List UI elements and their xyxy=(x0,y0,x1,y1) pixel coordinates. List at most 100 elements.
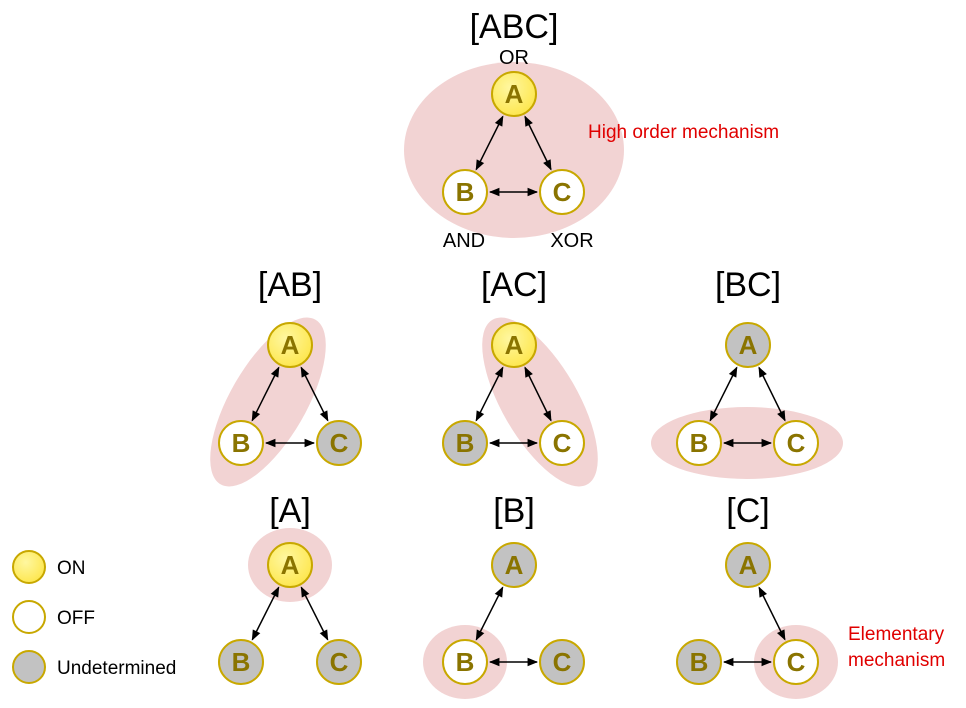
node-circle-abc-a xyxy=(491,71,537,117)
arrow-bc-a-b xyxy=(709,366,738,422)
node-circle-ab-c xyxy=(316,420,362,466)
node-circle-c-b xyxy=(676,639,722,685)
arrow-ab-a-b xyxy=(251,366,280,422)
arrow-abc-a-b xyxy=(475,115,504,171)
arrow-a-a-b xyxy=(251,586,280,641)
node-abc-a: A xyxy=(491,71,537,117)
node-letter-c-b: B xyxy=(690,647,709,677)
node-circle-ac-b xyxy=(442,420,488,466)
legend-swatch-undetermined xyxy=(12,650,46,684)
node-a-c: C xyxy=(316,639,362,685)
node-letter-a-c: C xyxy=(330,647,349,677)
node-circle-c-a xyxy=(725,542,771,588)
panel-title-bc: [BC] xyxy=(715,266,781,304)
node-ab-a: A xyxy=(267,322,313,368)
node-abc-b: B xyxy=(442,169,488,215)
panel-title-c: [C] xyxy=(726,492,769,530)
mechanism-blob-ab xyxy=(210,317,326,487)
legend-swatch-off xyxy=(12,600,46,634)
node-circle-b-c xyxy=(539,639,585,685)
node-circle-abc-c xyxy=(539,169,585,215)
node-circle-bc-c xyxy=(773,420,819,466)
node-letter-b-c: C xyxy=(553,647,572,677)
node-abc-c: C xyxy=(539,169,585,215)
mechanism-blob-ac xyxy=(482,317,598,487)
gate-label-c: XOR xyxy=(550,230,593,252)
node-letter-ac-a: A xyxy=(505,330,524,360)
node-letter-ab-a: A xyxy=(281,330,300,360)
legend-label-undetermined: Undetermined xyxy=(57,658,176,679)
arrow-c-a-c xyxy=(758,586,786,641)
legend-label-on: ON xyxy=(57,558,86,579)
legend-swatch-on xyxy=(12,550,46,584)
node-letter-ab-b: B xyxy=(232,428,251,458)
node-b-a: A xyxy=(491,542,537,588)
node-bc-a: A xyxy=(725,322,771,368)
arrow-bc-a-c xyxy=(758,366,786,422)
node-ac-c: C xyxy=(539,420,585,466)
arrow-abc-a-c xyxy=(524,115,552,171)
node-letter-a-b: B xyxy=(232,647,251,677)
node-circle-ab-a xyxy=(267,322,313,368)
node-bc-c: C xyxy=(773,420,819,466)
node-circle-bc-a xyxy=(725,322,771,368)
node-a-b: B xyxy=(218,639,264,685)
node-ac-a: A xyxy=(491,322,537,368)
node-b-b: B xyxy=(442,639,488,685)
mechanism-blobs xyxy=(210,62,843,699)
node-circle-abc-b xyxy=(442,169,488,215)
node-a-a: A xyxy=(267,542,313,588)
node-ac-b: B xyxy=(442,420,488,466)
panel-title-abc: [ABC] xyxy=(470,8,559,46)
node-letter-ac-b: B xyxy=(456,428,475,458)
arrow-a-a-c xyxy=(300,586,329,641)
node-circle-a-b xyxy=(218,639,264,685)
legend-label-off: OFF xyxy=(57,608,95,629)
node-letter-bc-b: B xyxy=(690,428,709,458)
node-letter-b-a: A xyxy=(505,550,524,580)
node-circle-ac-c xyxy=(539,420,585,466)
connection-arrows xyxy=(251,115,786,667)
node-letter-abc-a: A xyxy=(505,79,524,109)
arrow-ac-a-b xyxy=(475,366,504,422)
elementary-annotation-line2: mechanism xyxy=(848,650,945,671)
node-ab-b: B xyxy=(218,420,264,466)
node-letter-b-b: B xyxy=(456,647,475,677)
gate-label-b: AND xyxy=(443,230,485,252)
node-c-a: A xyxy=(725,542,771,588)
node-bc-b: B xyxy=(676,420,722,466)
arrow-ab-a-c xyxy=(300,366,329,422)
node-circle-ac-a xyxy=(491,322,537,368)
panel-title-ab: [AB] xyxy=(258,266,322,304)
panel-title-b: [B] xyxy=(493,492,535,530)
elementary-annotation-line1: Elementary xyxy=(848,624,945,645)
node-circle-a-c xyxy=(316,639,362,685)
node-circle-c-c xyxy=(773,639,819,685)
node-letter-bc-a: A xyxy=(739,330,758,360)
node-letter-ab-c: C xyxy=(330,428,349,458)
node-letter-abc-b: B xyxy=(456,177,475,207)
node-c-c: C xyxy=(773,639,819,685)
high-order-annotation: High order mechanism xyxy=(588,122,779,143)
node-circle-a-a xyxy=(267,542,313,588)
node-circle-bc-b xyxy=(676,420,722,466)
node-letter-a-a: A xyxy=(281,550,300,580)
node-c-b: B xyxy=(676,639,722,685)
node-letter-c-c: C xyxy=(787,647,806,677)
arrow-b-a-b xyxy=(475,586,504,641)
panel-title-ac: [AC] xyxy=(481,266,547,304)
node-letter-c-a: A xyxy=(739,550,758,580)
gate-label-a: OR xyxy=(499,47,529,69)
node-ab-c: C xyxy=(316,420,362,466)
nodes: A B C A B C A B C A B C A B C A B C A B C xyxy=(218,71,819,685)
arrow-ac-a-c xyxy=(524,366,552,422)
node-letter-bc-c: C xyxy=(787,428,806,458)
node-circle-ab-b xyxy=(218,420,264,466)
panel-title-a: [A] xyxy=(269,492,311,530)
legend: ON OFF Undetermined xyxy=(12,550,176,684)
node-letter-ac-c: C xyxy=(553,428,572,458)
node-circle-b-a xyxy=(491,542,537,588)
node-circle-b-b xyxy=(442,639,488,685)
node-letter-abc-c: C xyxy=(553,177,572,207)
